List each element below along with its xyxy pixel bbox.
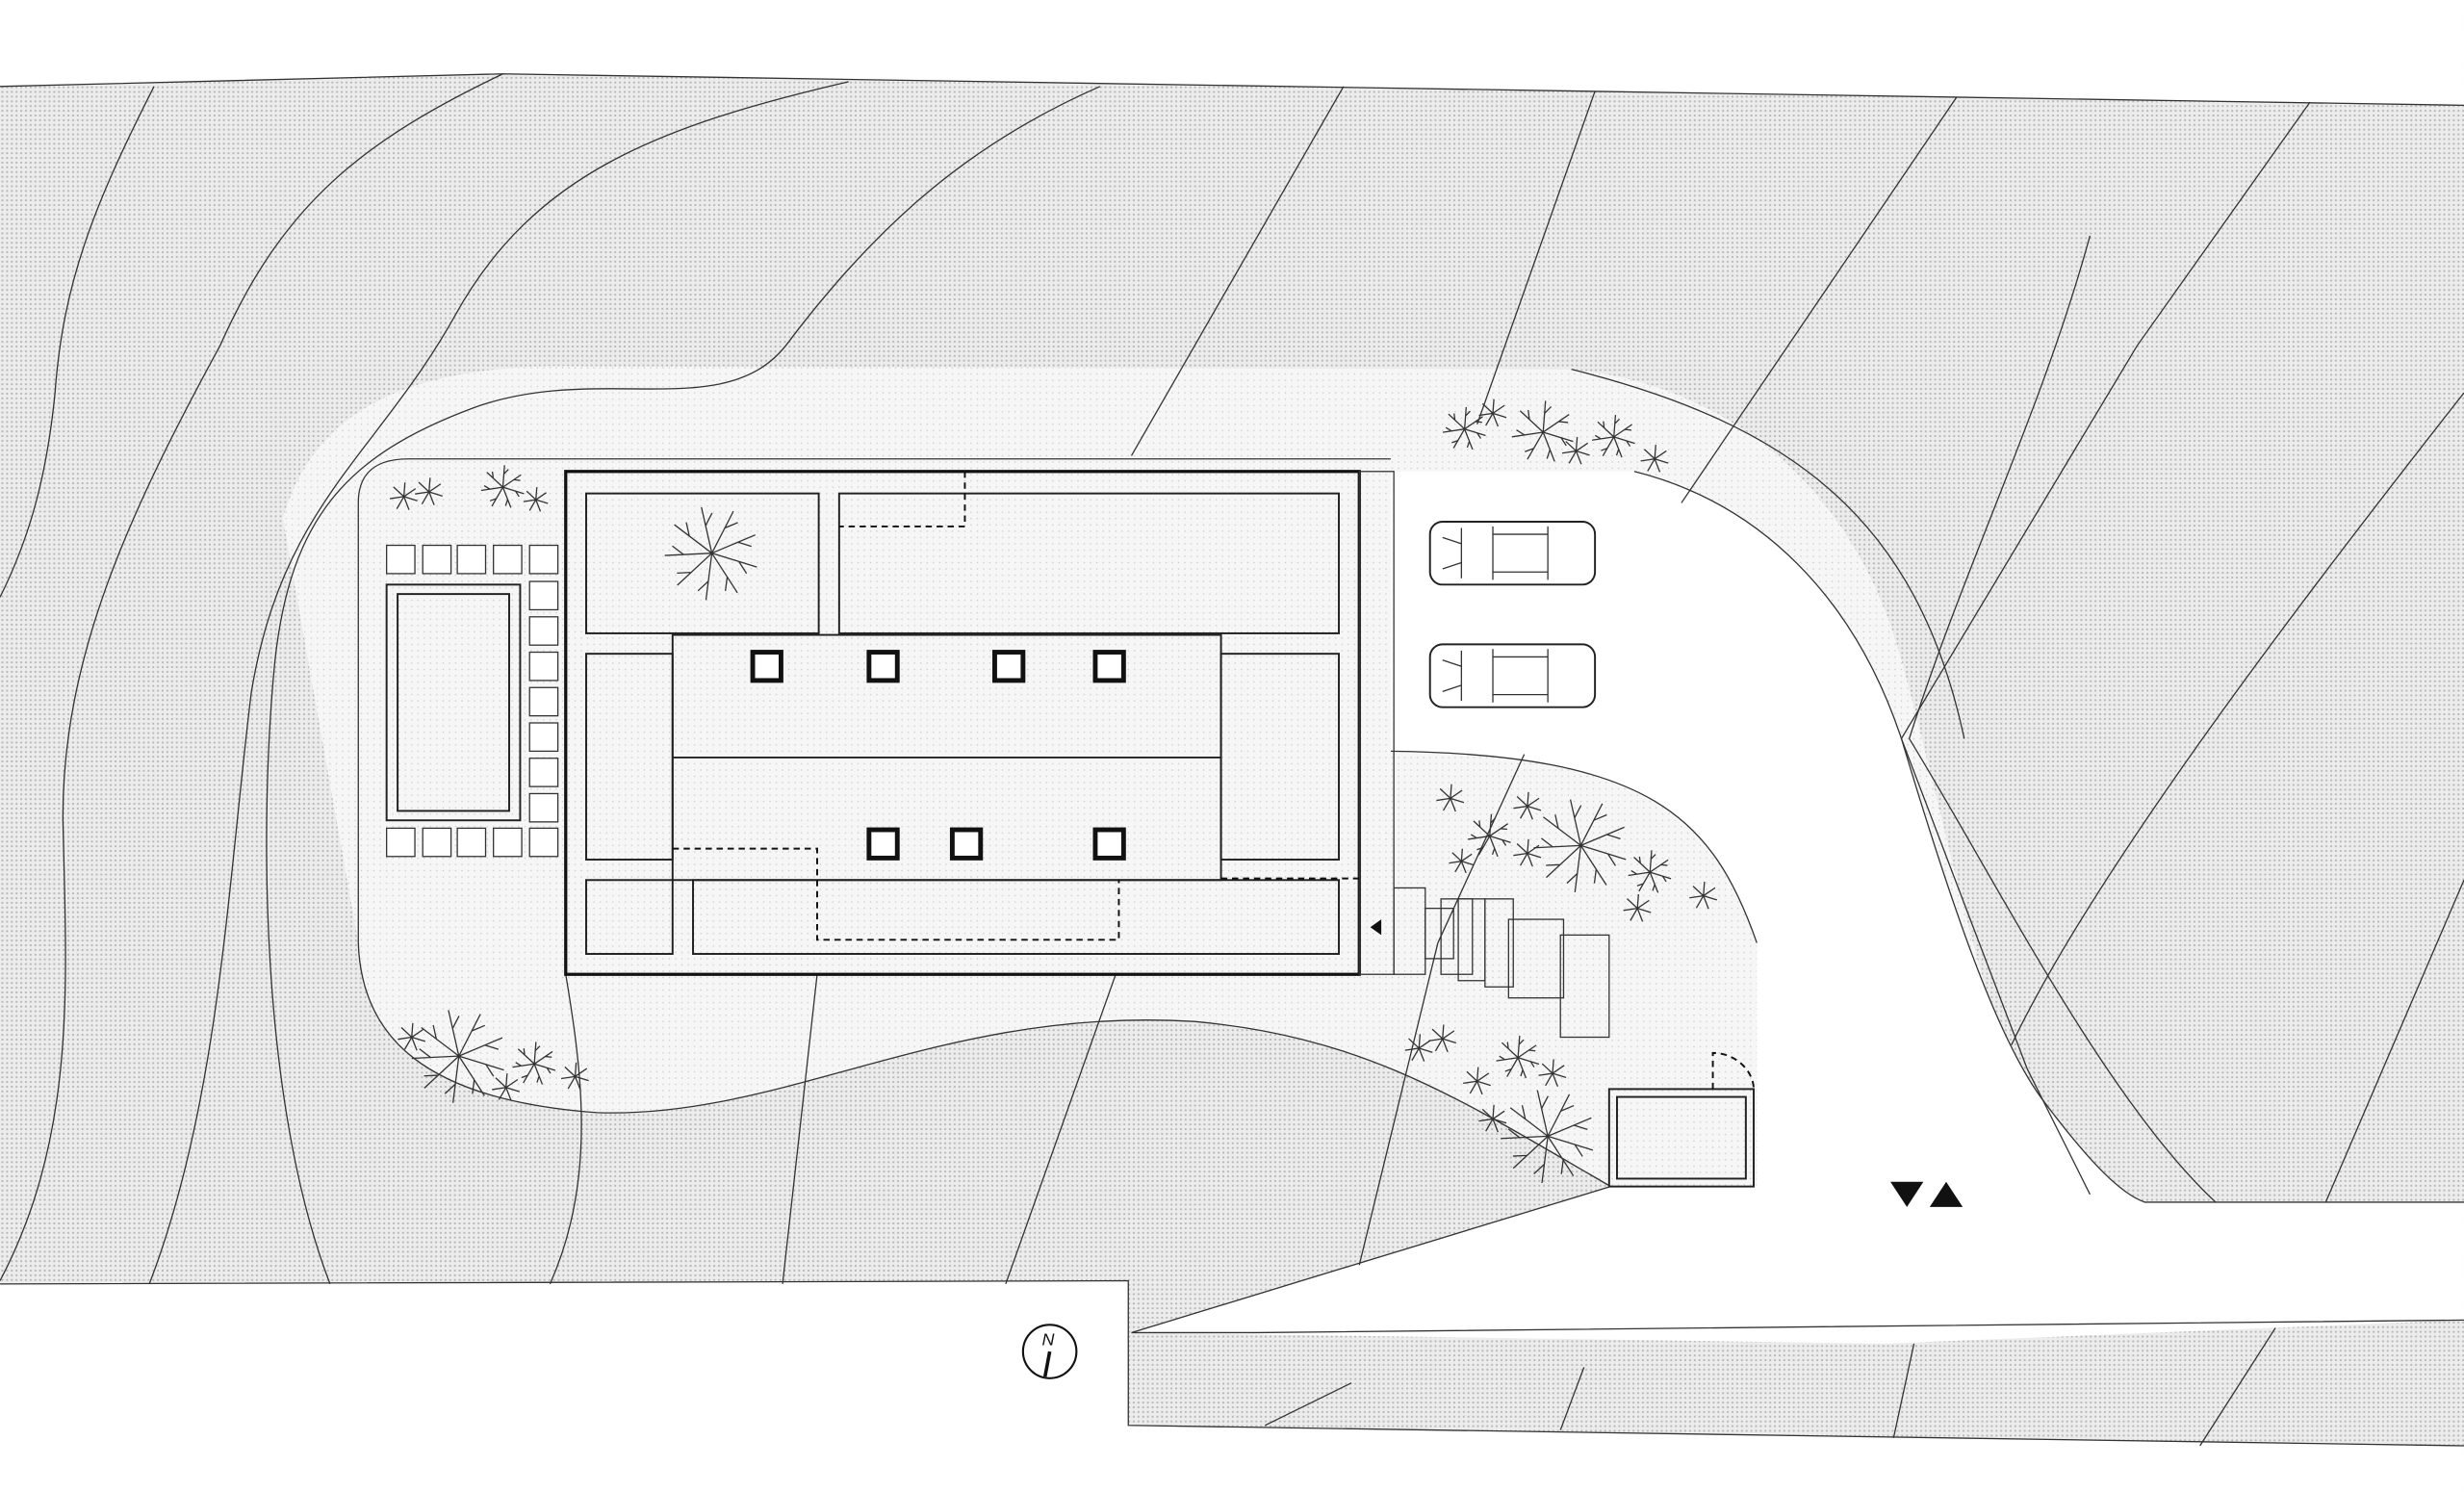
tree-icon xyxy=(1442,406,1486,450)
tree-icon xyxy=(664,506,757,601)
paving-tile xyxy=(528,792,559,823)
north-arrow: N xyxy=(1021,1324,1078,1379)
driveway xyxy=(1131,471,2464,1344)
tree-icon xyxy=(560,1062,589,1091)
north-label: N xyxy=(1042,1330,1055,1350)
tree-icon xyxy=(1513,838,1542,867)
paving-tile xyxy=(528,544,559,575)
garage-pavilion xyxy=(1607,1051,1756,1188)
top-boundary-blank xyxy=(0,0,2464,106)
trees xyxy=(389,399,1718,1184)
tree-icon xyxy=(1623,893,1652,922)
tree-icon xyxy=(415,477,443,505)
paving-tile xyxy=(528,686,559,717)
paving-tile xyxy=(422,544,452,575)
tree-icon xyxy=(1640,445,1669,473)
tree-icon xyxy=(1463,1067,1491,1095)
swimming-pool xyxy=(385,583,522,822)
paving-tile xyxy=(528,616,559,646)
bottom-property-line xyxy=(0,1279,2464,1447)
tree-icon xyxy=(1513,791,1542,820)
tree-icon xyxy=(389,482,418,510)
parked-car xyxy=(1428,521,1597,586)
paving-tile xyxy=(528,580,559,611)
level-up-marker xyxy=(1929,1181,1964,1207)
courtyard-tree-patio xyxy=(585,492,820,634)
tree-icon xyxy=(1428,1024,1456,1053)
house-roof-plan xyxy=(564,470,1395,976)
tree-icon xyxy=(1592,415,1635,458)
contour-lines xyxy=(0,73,2464,1447)
storage-box xyxy=(585,879,674,955)
paving-tile xyxy=(493,544,523,575)
tree-icon xyxy=(523,487,549,512)
green-roof-north xyxy=(837,492,1340,634)
paving-tile xyxy=(422,827,452,858)
paving-tile xyxy=(386,544,416,575)
tree-icon xyxy=(1561,436,1590,465)
deck-east xyxy=(1219,653,1340,862)
paving-tile xyxy=(493,827,523,858)
paving-tile xyxy=(456,827,487,858)
tree-icon xyxy=(1538,1059,1567,1087)
tree-icon xyxy=(492,1073,520,1101)
bottom-blank xyxy=(0,1280,2464,1492)
tree-icon xyxy=(1501,1090,1594,1184)
paving-tile xyxy=(528,758,559,787)
paving-tile xyxy=(528,651,559,682)
tree-icon xyxy=(1404,1034,1433,1062)
paving-tile xyxy=(386,827,416,858)
tree-icon xyxy=(1689,881,1718,910)
tree-icon xyxy=(398,1022,426,1051)
entry-stairs xyxy=(1393,887,1610,1039)
tree-icon xyxy=(1478,399,1507,427)
paving-tiles xyxy=(386,544,559,858)
tree-icon xyxy=(512,1042,556,1085)
tree-icon xyxy=(1511,400,1574,462)
tree-icon xyxy=(1468,813,1511,858)
parked-car xyxy=(1428,643,1597,708)
tree-icon xyxy=(1478,1104,1507,1133)
entrance-arrow xyxy=(1370,919,1382,936)
paving-tile xyxy=(528,827,559,858)
paving-tile xyxy=(528,722,559,753)
green-roof-south xyxy=(692,879,1340,955)
tree-icon xyxy=(480,465,525,508)
paving-tile xyxy=(456,544,487,575)
tree-icon xyxy=(411,1010,504,1103)
level-down-marker xyxy=(1890,1181,1924,1207)
tree-icon xyxy=(1533,799,1627,893)
tree-icon xyxy=(1449,848,1475,874)
tree-icon xyxy=(1496,1035,1540,1079)
tree-icon xyxy=(1628,850,1672,893)
tree-icon xyxy=(1436,784,1465,812)
skylights xyxy=(750,650,1126,861)
garden-area xyxy=(358,458,1391,975)
